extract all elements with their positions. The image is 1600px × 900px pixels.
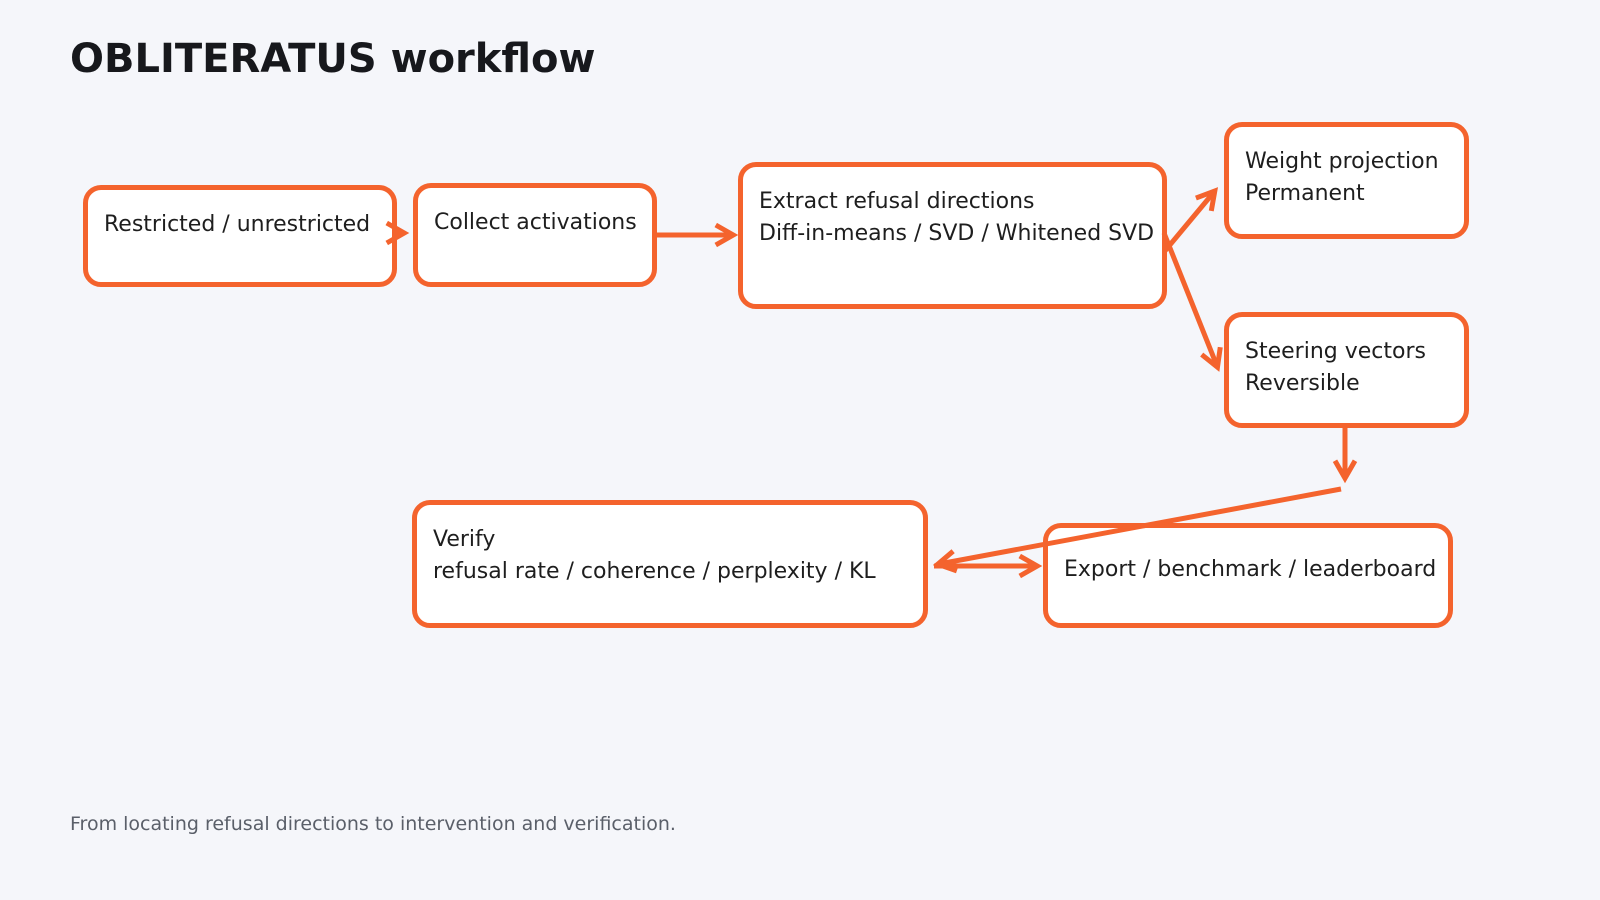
node-verify: Verify refusal rate / coherence / perple… (412, 500, 928, 628)
node-collect-activations: Collect activations (413, 183, 657, 287)
node-sublabel: Diff-in-means / SVD / Whitened SVD (759, 221, 1155, 246)
node-label: Steering vectors (1245, 339, 1426, 364)
arrow-extract-steering (1161, 232, 1223, 372)
node-weight-projection: Weight projection Permanent (1224, 122, 1469, 239)
page-title: OBLITERATUS workflow (70, 36, 596, 82)
arrow-extract-weight (1162, 187, 1219, 254)
node-label: Export / benchmark / leaderboard (1064, 557, 1437, 582)
node-label: Collect activations (434, 210, 637, 235)
node-label: Restricted / unrestricted (104, 212, 371, 237)
node-restricted-unrestricted: Restricted / unrestricted (83, 185, 397, 287)
node-steering-vectors: Steering vectors Reversible (1224, 312, 1469, 428)
node-extract-refusal-directions: Extract refusal directions Diff-in-means… (738, 162, 1167, 309)
node-export-benchmark-leaderboard: Export / benchmark / leaderboard (1043, 523, 1453, 628)
caption: From locating refusal directions to inte… (70, 813, 676, 835)
node-label: Verify (433, 527, 496, 552)
node-label: Weight projection (1245, 149, 1439, 174)
node-label: Extract refusal directions (759, 189, 1035, 214)
node-sublabel: Permanent (1245, 181, 1365, 206)
node-sublabel: refusal rate / coherence / perplexity / … (433, 559, 876, 584)
node-sublabel: Reversible (1245, 371, 1360, 396)
